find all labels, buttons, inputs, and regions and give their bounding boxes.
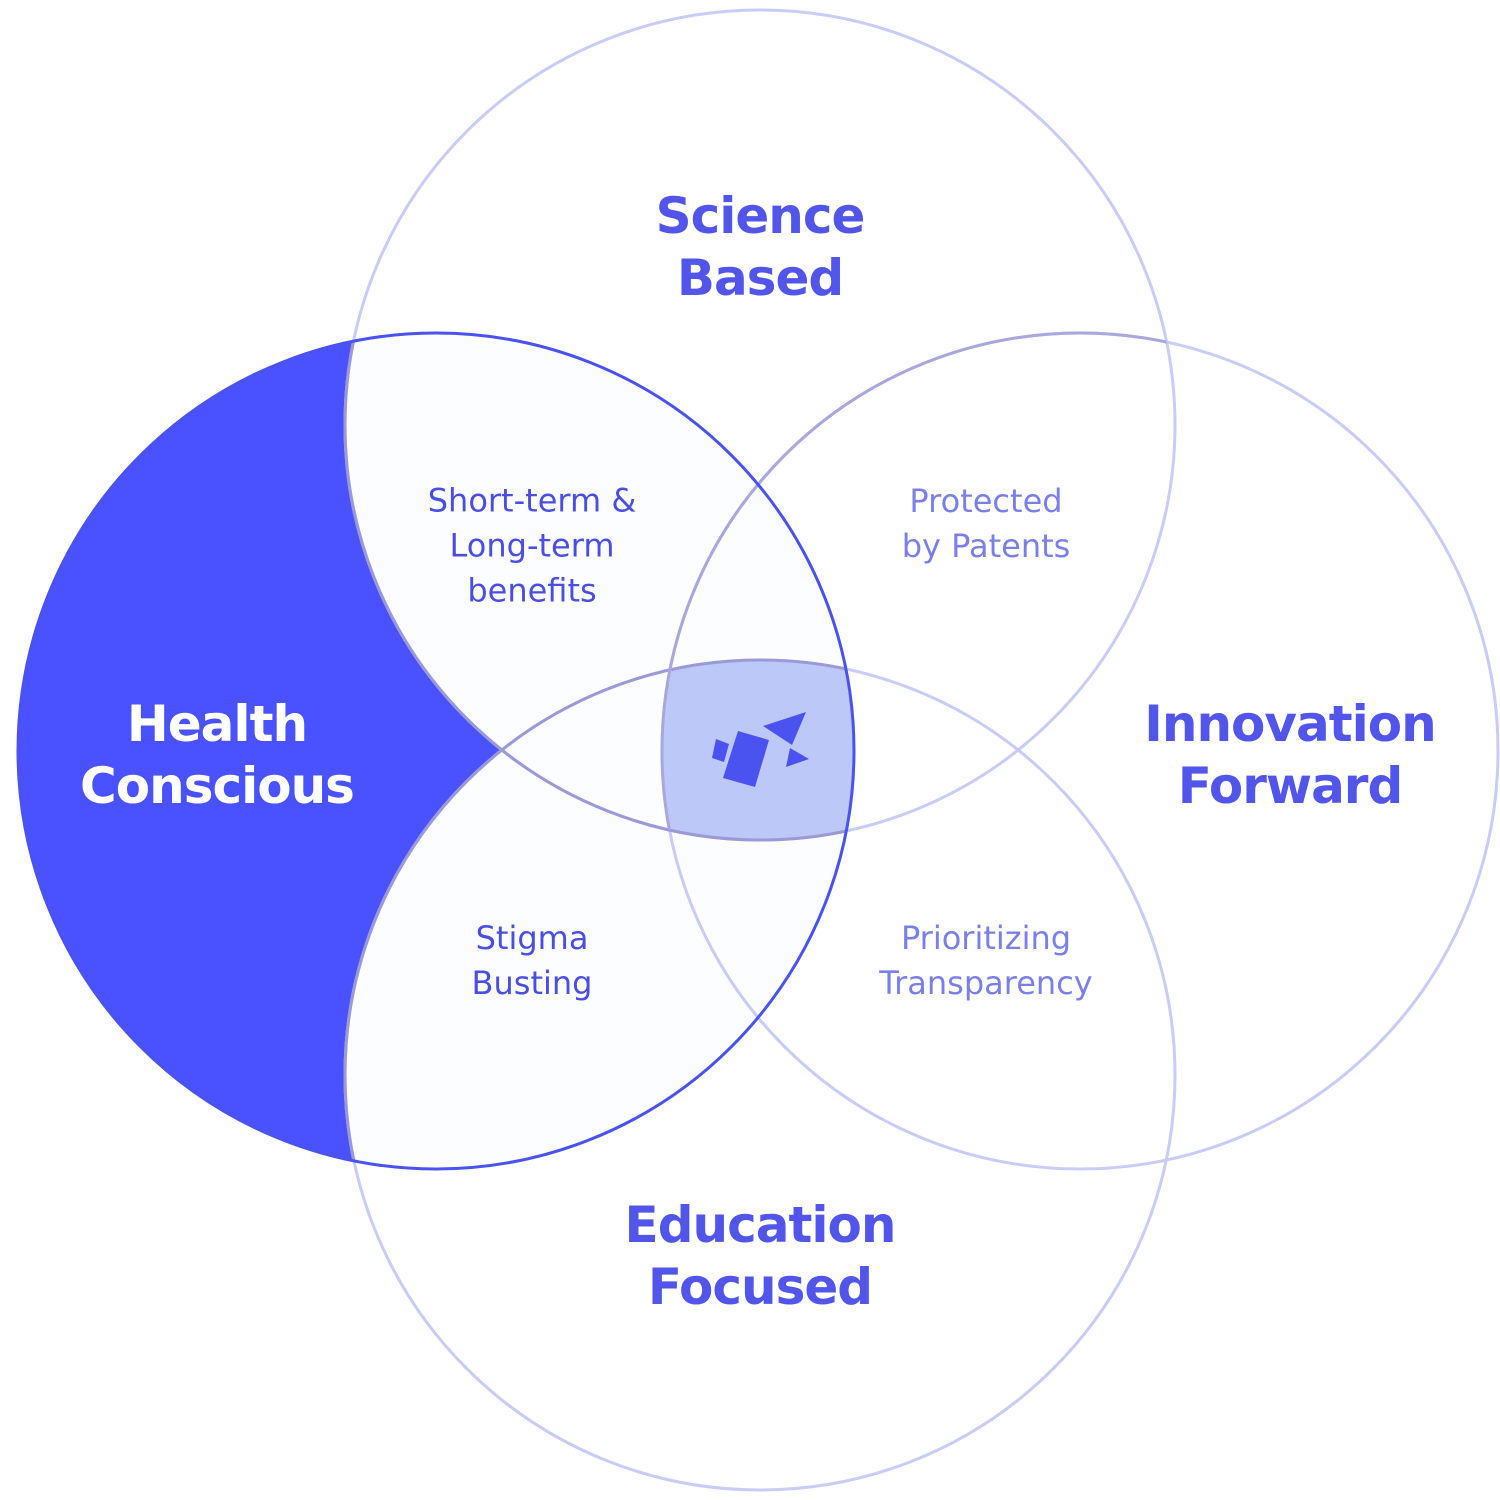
innovation-forward-label: Innovation Forward bbox=[1144, 693, 1436, 817]
stigma-busting-label: Stigma Busting bbox=[472, 916, 593, 1006]
health-conscious-circle bbox=[16, 331, 856, 1171]
brand-logo-icon bbox=[712, 712, 809, 787]
label-line: Innovation bbox=[1144, 695, 1436, 753]
label-line: benefits bbox=[467, 571, 597, 610]
label-line: by Patents bbox=[901, 527, 1071, 565]
label-line: Stigma bbox=[475, 919, 589, 957]
prioritizing-transparency-label: Prioritizing Transparency bbox=[879, 916, 1092, 1006]
protected-by-patents-label: Protected by Patents bbox=[902, 479, 1071, 569]
label-line: Long-term bbox=[449, 526, 615, 565]
label-line: Health bbox=[126, 695, 308, 753]
label-line: Science bbox=[655, 187, 866, 245]
label-line: Education bbox=[624, 1196, 897, 1254]
label-line: Busting bbox=[471, 964, 593, 1002]
label-line: Forward bbox=[1177, 757, 1404, 815]
label-line: Prioritizing bbox=[900, 919, 1072, 957]
label-line: Transparency bbox=[879, 964, 1093, 1002]
health-conscious-label: Health Conscious bbox=[80, 693, 355, 817]
label-line: Focused bbox=[647, 1258, 873, 1316]
education-focused-label: Education Focused bbox=[624, 1194, 897, 1318]
label-line: Based bbox=[676, 249, 844, 307]
science-based-label: Science Based bbox=[655, 185, 866, 309]
label-line: Conscious bbox=[80, 757, 355, 815]
label-line: Protected bbox=[909, 482, 1063, 520]
short-long-term-benefits-label: Short-term & Long-term benefits bbox=[428, 479, 637, 614]
label-line: Short-term & bbox=[427, 481, 637, 520]
